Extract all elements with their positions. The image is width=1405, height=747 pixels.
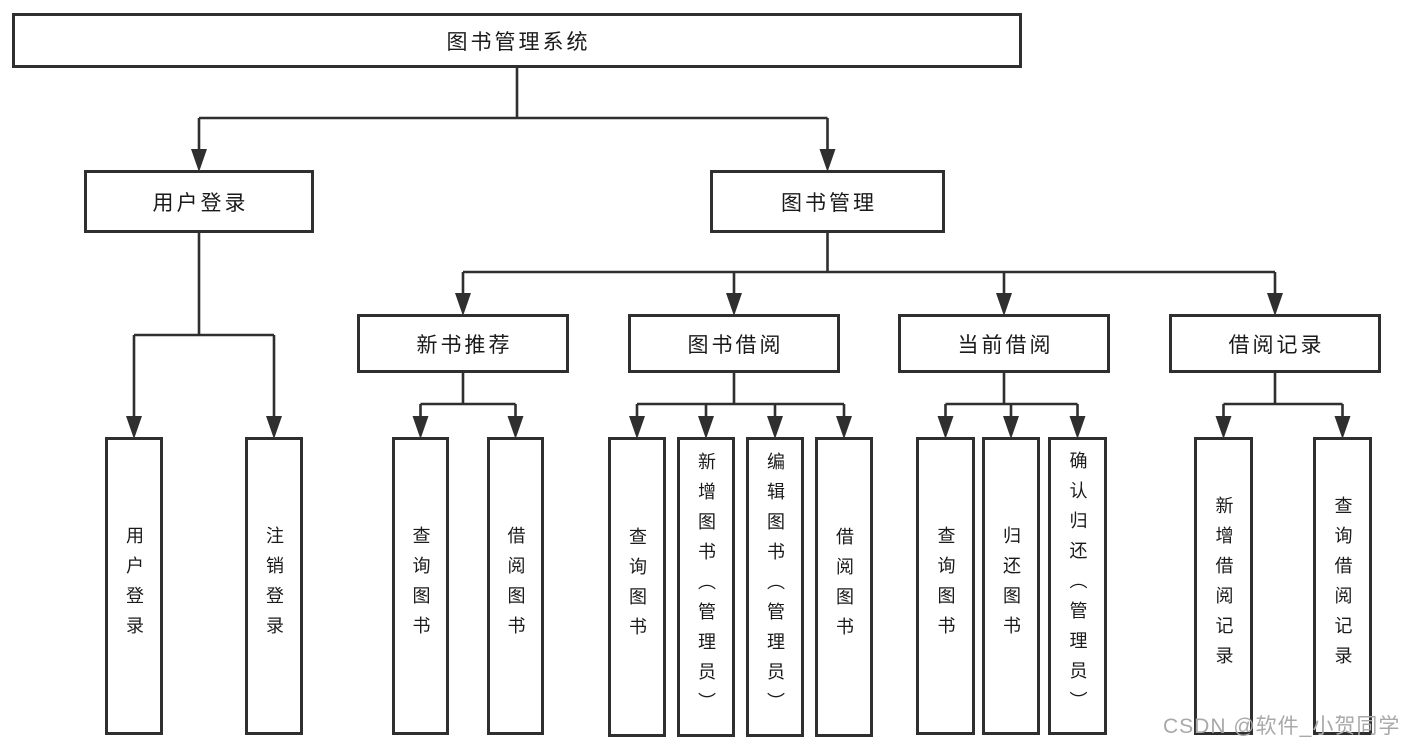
arrowhead-br-query-record: [1334, 416, 1351, 439]
node-label-bb-query-book: 查询图书: [627, 527, 647, 647]
edge-new-book-rec: [419, 373, 517, 417]
node-borrow-record: 借阅记录: [1169, 314, 1381, 373]
edge-book-borrow: [635, 373, 846, 417]
arrowhead-nbr-borrow-book: [507, 416, 524, 439]
edge-borrow-record: [1222, 373, 1344, 417]
node-bb-edit-book: 编辑图书（管理员）: [746, 437, 804, 737]
node-label-bb-add-book: 新增图书（管理员）: [696, 452, 716, 722]
node-label-cb-confirm-return: 确认归还（管理员）: [1067, 451, 1088, 721]
node-label-bb-borrow-book: 借阅图书: [834, 527, 854, 647]
node-label-current-borrow: 当前借阅: [957, 333, 1054, 357]
node-nbr-borrow-book: 借阅图书: [487, 437, 544, 735]
node-label-book-mgmt: 图书管理: [781, 191, 877, 215]
node-label-logout: 注销登录: [264, 526, 284, 646]
edge-current-borrow: [944, 373, 1079, 417]
node-bb-borrow-book: 借阅图书: [815, 437, 873, 737]
node-label-borrow-record: 借阅记录: [1228, 333, 1325, 357]
node-label-cb-query-book: 查询图书: [935, 526, 956, 646]
edge-root: [197, 68, 829, 150]
node-book-mgmt: 图书管理: [710, 170, 945, 233]
arrowhead-cb-return-book: [1003, 416, 1019, 439]
arrowhead-book-borrow: [726, 293, 742, 316]
arrowhead-bb-borrow-book: [836, 416, 852, 439]
arrowhead-new-book-rec: [455, 293, 471, 316]
node-logout: 注销登录: [245, 437, 303, 735]
node-label-root: 图书管理系统: [446, 30, 591, 54]
node-label-login: 用户登录: [124, 526, 144, 646]
node-bb-query-book: 查询图书: [608, 437, 666, 737]
node-br-query-record: 查询借阅记录: [1313, 437, 1372, 735]
arrowhead-user-login: [191, 149, 207, 172]
node-nbr-query-book: 查询图书: [392, 437, 449, 735]
node-label-book-borrow: 图书借阅: [687, 333, 784, 357]
node-bb-add-book: 新增图书（管理员）: [677, 437, 735, 737]
arrowhead-nbr-query-book: [412, 416, 429, 439]
arrowhead-cb-query-book: [937, 416, 954, 439]
node-cb-query-book: 查询图书: [916, 437, 975, 735]
node-current-borrow: 当前借阅: [898, 314, 1110, 373]
node-user-login: 用户登录: [84, 170, 314, 233]
node-label-bb-edit-book: 编辑图书（管理员）: [765, 452, 785, 722]
edge-book-mgmt: [461, 233, 1277, 294]
arrowhead-br-add-record: [1215, 416, 1232, 439]
arrowhead-book-mgmt: [819, 149, 836, 172]
arrowhead-borrow-record: [1267, 293, 1283, 316]
node-book-borrow: 图书借阅: [628, 314, 840, 373]
node-label-nbr-borrow-book: 借阅图书: [505, 526, 526, 646]
node-new-book-rec: 新书推荐: [357, 314, 569, 373]
arrowhead-current-borrow: [996, 293, 1012, 316]
node-label-br-query-record: 查询借阅记录: [1332, 496, 1353, 676]
edge-user-login: [132, 233, 276, 417]
arrowhead-bb-query-book: [629, 416, 645, 439]
watermark: CSDN @软件_小贺同学: [1163, 715, 1401, 738]
node-label-new-book-rec: 新书推荐: [416, 333, 513, 357]
node-label-br-add-record: 新增借阅记录: [1213, 496, 1234, 676]
arrowhead-bb-add-book: [698, 416, 714, 439]
node-label-cb-return-book: 归还图书: [1001, 526, 1021, 646]
node-label-user-login: 用户登录: [152, 191, 249, 215]
node-cb-return-book: 归还图书: [982, 437, 1040, 735]
arrowhead-logout: [266, 416, 282, 439]
node-label-nbr-query-book: 查询图书: [410, 526, 431, 646]
node-root: 图书管理系统: [12, 13, 1022, 68]
arrowhead-cb-confirm-return: [1069, 416, 1086, 439]
arrowhead-bb-edit-book: [767, 416, 783, 439]
node-cb-confirm-return: 确认归还（管理员）: [1048, 437, 1107, 735]
node-br-add-record: 新增借阅记录: [1194, 437, 1253, 735]
node-login: 用户登录: [105, 437, 163, 735]
arrowhead-login: [126, 416, 142, 439]
